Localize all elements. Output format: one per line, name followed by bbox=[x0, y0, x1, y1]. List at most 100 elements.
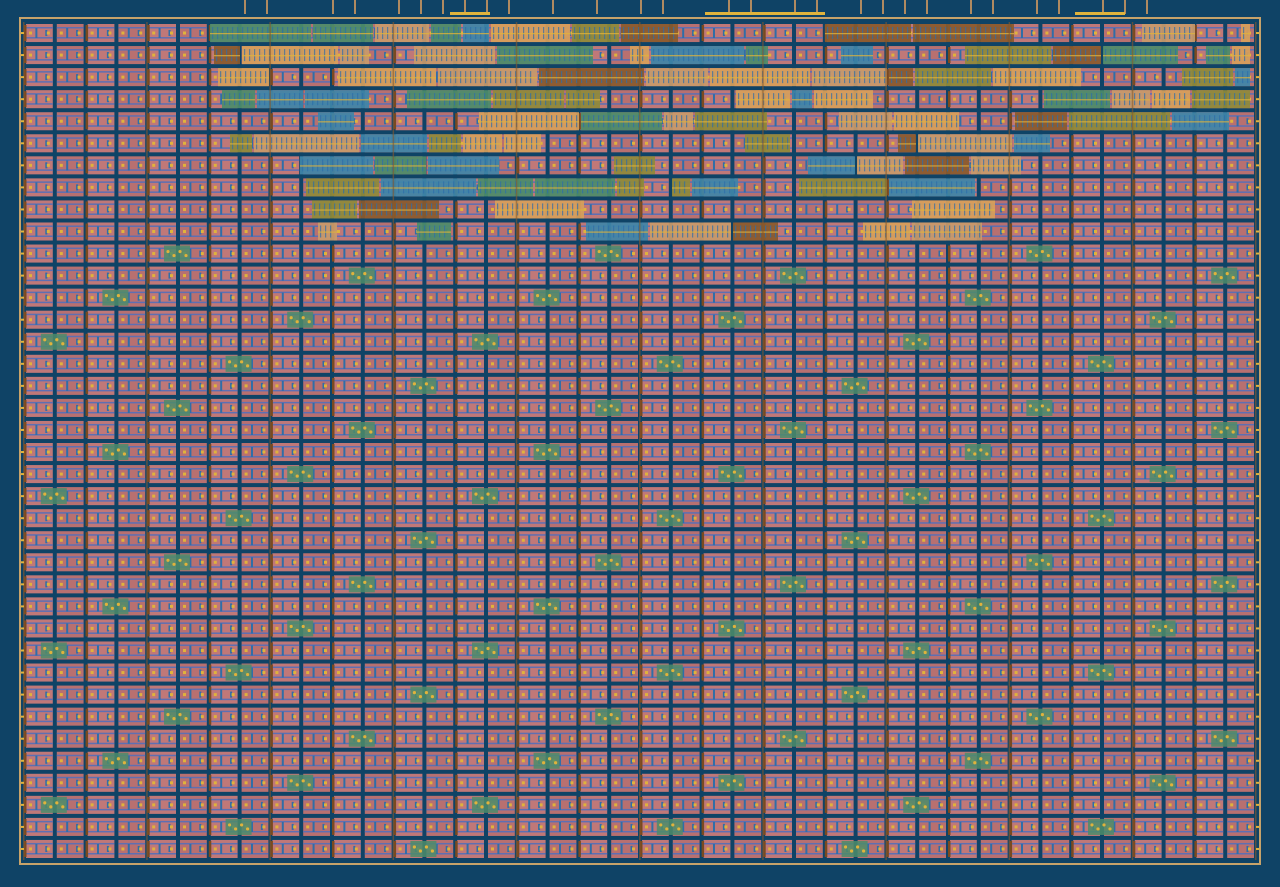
metal1-line bbox=[1042, 203, 1070, 205]
pin-marker bbox=[367, 318, 371, 322]
metal1-line bbox=[334, 291, 361, 294]
metal2-stub bbox=[507, 316, 510, 323]
metal2-stub bbox=[661, 118, 664, 125]
metal2-stub bbox=[712, 314, 715, 325]
metal1-line bbox=[488, 235, 515, 238]
tap-cell bbox=[824, 245, 828, 262]
metal1-line bbox=[580, 59, 608, 61]
metal1-line bbox=[56, 169, 84, 171]
filler-cell bbox=[780, 267, 806, 284]
tap-cell bbox=[270, 201, 273, 218]
pin-marker bbox=[891, 318, 895, 322]
metal1-line bbox=[919, 49, 946, 51]
pin-marker bbox=[1094, 185, 1097, 189]
metal1-line bbox=[1227, 335, 1254, 338]
metal2-stub bbox=[774, 292, 777, 303]
metal1-line bbox=[518, 257, 546, 260]
metal2-stub bbox=[1123, 140, 1126, 147]
metal1-line bbox=[734, 357, 762, 360]
metal2-stub bbox=[774, 160, 777, 171]
via-dot bbox=[1034, 253, 1038, 258]
pin-marker bbox=[1137, 340, 1141, 344]
metal1-line bbox=[1196, 137, 1224, 139]
metal1-line bbox=[1073, 291, 1100, 294]
metal1-line bbox=[364, 257, 392, 260]
pin-marker bbox=[768, 119, 772, 123]
via-dot bbox=[1164, 316, 1168, 320]
metal1-line bbox=[241, 257, 269, 260]
metal1-line bbox=[765, 279, 792, 282]
metal1-line bbox=[1042, 301, 1070, 304]
pin-marker bbox=[891, 207, 895, 211]
pin-marker bbox=[1107, 230, 1110, 233]
pin-marker bbox=[46, 75, 50, 79]
metal1-line bbox=[180, 115, 207, 117]
pin-marker bbox=[139, 230, 143, 233]
pin-marker bbox=[398, 53, 402, 57]
tap-cell bbox=[886, 201, 889, 218]
pin-marker bbox=[275, 318, 279, 322]
metal2-stub bbox=[189, 182, 192, 193]
metal2-stub bbox=[1205, 292, 1208, 303]
pin-marker bbox=[29, 384, 32, 388]
metal2-stub bbox=[897, 336, 900, 347]
metal1-line bbox=[1196, 247, 1224, 250]
metal2-stub bbox=[1092, 206, 1095, 213]
metal2-stub bbox=[96, 138, 99, 149]
pin-marker bbox=[306, 252, 310, 256]
pin-marker bbox=[632, 362, 635, 366]
metal1-line bbox=[1134, 137, 1162, 139]
metal2-stub bbox=[260, 294, 263, 301]
metal2-stub bbox=[558, 270, 561, 281]
metal2-stub bbox=[846, 250, 849, 257]
metal1-line bbox=[272, 247, 300, 250]
metal1-line bbox=[180, 313, 207, 316]
pin-marker bbox=[170, 362, 173, 366]
metal2-stub bbox=[1082, 336, 1085, 347]
metal2-stub bbox=[1082, 292, 1085, 303]
metal1-line bbox=[549, 323, 577, 326]
pin-marker bbox=[645, 252, 648, 256]
pin-marker bbox=[200, 141, 204, 145]
metal1-line bbox=[642, 345, 669, 348]
pin-marker bbox=[478, 318, 481, 322]
metal2-stub bbox=[599, 52, 602, 59]
pin-marker bbox=[275, 230, 279, 233]
via-dot bbox=[1219, 276, 1223, 280]
metal2-stub bbox=[374, 50, 377, 61]
pin-marker bbox=[1001, 230, 1005, 233]
pin-marker bbox=[786, 362, 789, 366]
metal1-line bbox=[1011, 247, 1039, 250]
pin-marker bbox=[706, 318, 710, 322]
metal2-stub bbox=[1246, 118, 1249, 125]
pin-marker bbox=[829, 340, 833, 344]
pin-marker bbox=[367, 119, 371, 123]
pin-marker bbox=[860, 252, 864, 256]
pin-marker bbox=[1168, 340, 1172, 344]
metal1-line bbox=[272, 313, 300, 316]
metal1-line bbox=[118, 269, 146, 272]
metal1-line bbox=[826, 225, 854, 227]
metal2-stub bbox=[45, 118, 48, 125]
metal1-line bbox=[488, 159, 515, 161]
pin-marker bbox=[77, 340, 81, 344]
metal1-line bbox=[56, 147, 84, 149]
pin-marker bbox=[152, 230, 156, 233]
metal1-line bbox=[56, 59, 84, 61]
metal1-line bbox=[1073, 247, 1100, 250]
metal1-line bbox=[518, 313, 546, 316]
pin-marker bbox=[675, 340, 679, 344]
metal2-stub bbox=[620, 50, 623, 61]
metal1-line bbox=[26, 213, 53, 215]
metal2-stub bbox=[137, 228, 140, 235]
tap-cell bbox=[1132, 289, 1136, 306]
pin-marker bbox=[1032, 207, 1036, 211]
tap-cell bbox=[393, 311, 397, 328]
metal1-line bbox=[241, 301, 269, 304]
metal2-stub bbox=[168, 140, 171, 147]
pin-marker bbox=[59, 163, 63, 167]
metal2-stub bbox=[1092, 162, 1095, 169]
metal2-stub bbox=[959, 270, 962, 281]
pin-marker bbox=[200, 31, 204, 35]
